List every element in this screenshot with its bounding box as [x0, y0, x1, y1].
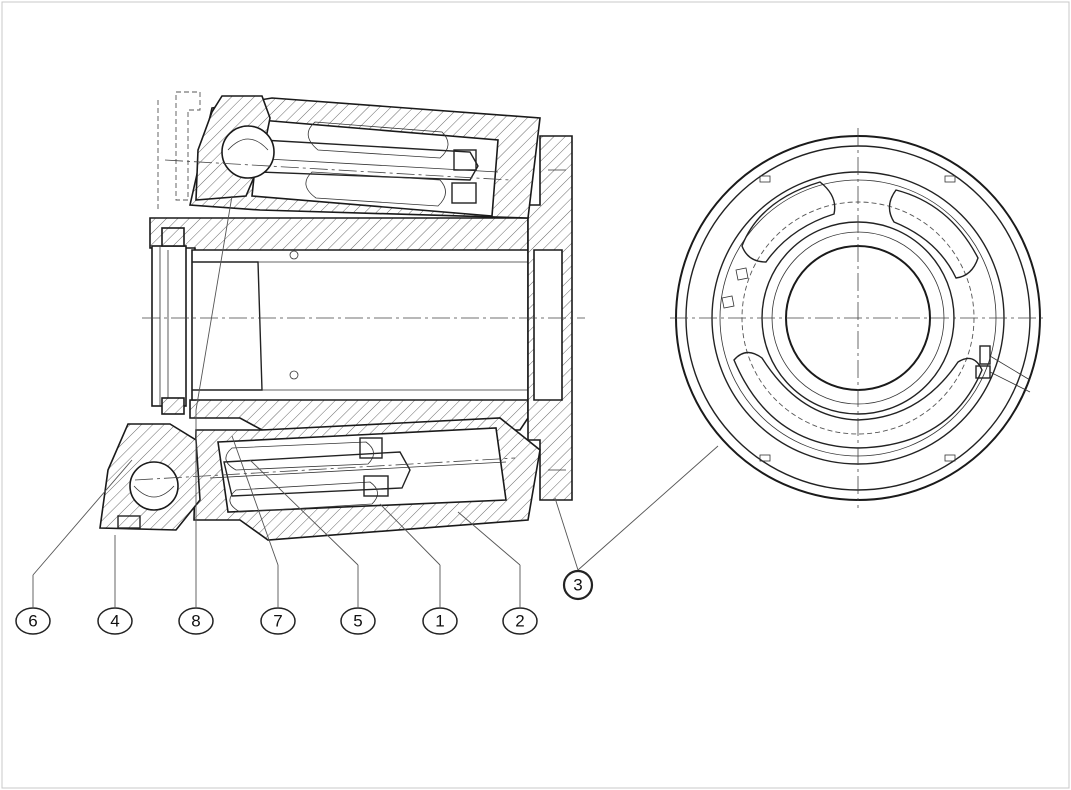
callout-5: 5 [340, 607, 376, 635]
callout-4: 4 [97, 607, 133, 635]
callouts: 6 4 8 7 5 1 2 3 [15, 569, 594, 635]
callout-label: 8 [191, 612, 200, 631]
callout-label: 5 [353, 612, 362, 631]
end-view [670, 128, 1046, 508]
callout-label: 7 [273, 612, 282, 631]
callout-3: 3 [562, 569, 594, 601]
callout-7: 7 [260, 607, 296, 635]
callout-label: 3 [573, 576, 582, 595]
callout-label: 6 [28, 612, 37, 631]
callout-label: 2 [515, 612, 524, 631]
kidney-port-bottom [733, 351, 983, 449]
callout-label: 1 [435, 612, 444, 631]
section-view [99, 91, 585, 541]
leader-lines [32, 195, 719, 607]
callout-label: 4 [110, 612, 119, 631]
kidney-port-left [741, 181, 836, 263]
end-cap [151, 245, 187, 407]
bore [191, 249, 529, 401]
callout-1: 1 [422, 607, 458, 635]
callout-2: 2 [502, 607, 538, 635]
callout-6: 6 [15, 607, 51, 635]
callout-8: 8 [178, 607, 214, 635]
kidney-port-right [888, 189, 979, 279]
